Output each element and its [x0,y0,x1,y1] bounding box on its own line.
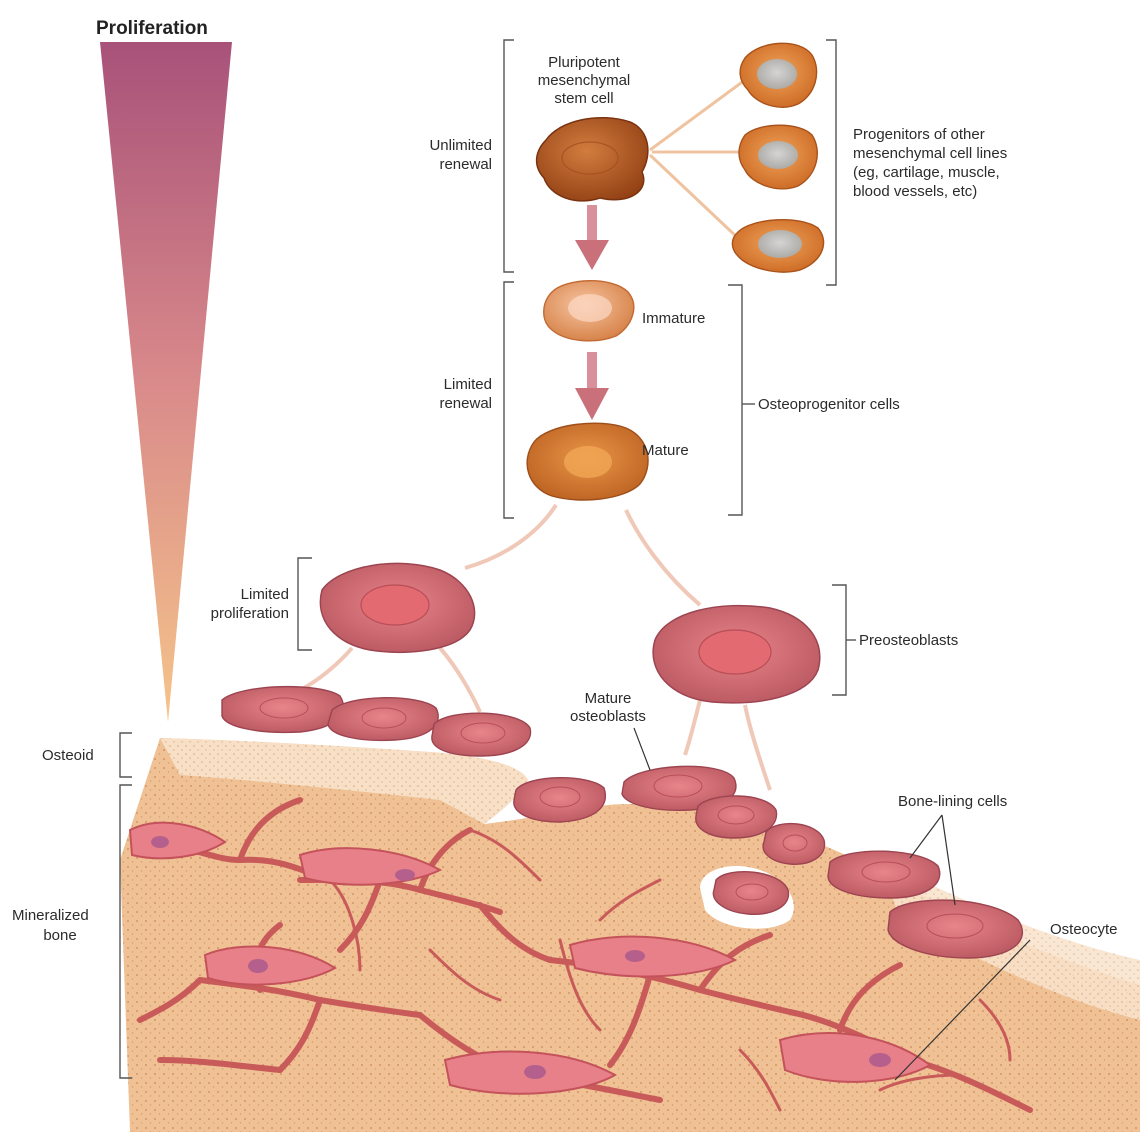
label-osteoid: Osteoid [42,747,94,764]
progenitor-connectors [650,80,745,240]
bone-lining-cell [828,851,940,898]
label-mineralized-bone-1: Mineralized [12,907,89,924]
label-mature: Mature [642,442,689,459]
osteoblast-cell [696,796,777,838]
osteoblast-cell [328,698,438,741]
immature-osteoprogenitor [544,281,634,341]
label-stem-cell-1: Pluripotent [548,54,621,71]
label-mature-osteoblasts-2: osteoblasts [570,708,646,725]
label-stem-cell-2: mesenchymal [538,72,631,89]
progenitor-cell [740,43,817,107]
progenitor-cell [739,125,817,189]
bracket-preosteoblasts [832,585,846,695]
label-mature-osteoblasts-1: Mature [585,690,632,707]
mature-osteoprogenitor [527,423,648,500]
preosteoblast-cell [320,563,474,652]
progenitor-cell [732,220,823,272]
label-progenitors-2: mesenchymal cell lines [853,145,1007,162]
label-limited-renewal-1: Limited [444,376,492,393]
bracket-limited-proliferation [298,558,312,650]
label-progenitors-1: Progenitors of other [853,126,985,143]
label-stem-cell-3: stem cell [554,90,613,107]
label-limited-renewal-2: renewal [439,395,492,412]
label-progenitors-4: blood vessels, etc) [853,183,977,200]
label-limited-proliferation-2: proliferation [211,605,289,622]
label-progenitors-3: (eg, cartilage, muscle, [853,164,1000,181]
label-limited-proliferation-1: Limited [241,586,289,603]
bracket-unlimited-renewal [504,40,514,272]
label-mineralized-bone-2: bone [43,927,76,944]
label-osteocyte: Osteocyte [1050,921,1118,938]
label-immature: Immature [642,310,705,327]
bracket-limited-renewal [504,282,514,518]
label-osteoprogenitor-cells: Osteoprogenitor cells [758,396,900,413]
bracket-osteoid [120,733,132,777]
label-preosteoblasts: Preosteoblasts [859,632,958,649]
progenitor-cells [732,43,823,272]
osteoblast-cell [432,713,531,756]
osteoblast-cell [222,687,343,733]
proliferation-title: Proliferation [96,18,208,39]
preosteoblast-cell [653,606,820,703]
osteoblast-cell [514,778,606,822]
label-unlimited-renewal-2: renewal [439,156,492,173]
bracket-osteoprogenitor [728,285,742,515]
label-bone-lining-cells: Bone-lining cells [898,793,1007,810]
osteoblast-cell [763,824,824,865]
arrow-immature-to-mature [575,352,609,420]
preosteoblast-cells [320,563,819,702]
arrow-stem-to-immature [575,205,609,270]
stem-cell [537,118,648,201]
bracket-progenitors [826,40,836,285]
label-unlimited-renewal-1: Unlimited [429,137,492,154]
